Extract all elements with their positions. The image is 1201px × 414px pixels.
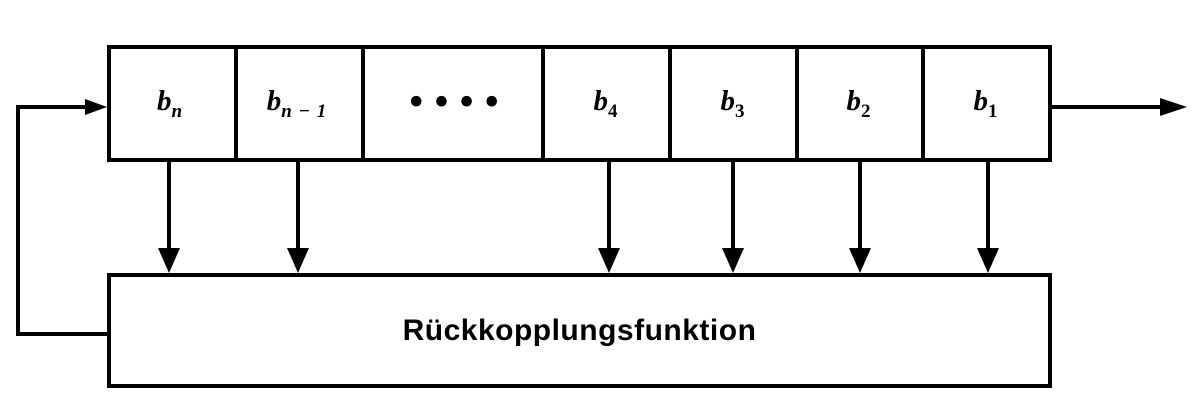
cell-base: b: [266, 85, 282, 117]
cell-divider: [921, 45, 925, 162]
cell-label-bn: bn: [157, 85, 183, 123]
cell-subscript: 1: [988, 101, 999, 122]
feedback-line-left: [16, 105, 20, 336]
feedback-function-label: Rückkopplungsfunktion: [402, 313, 757, 347]
cell-subscript: 2: [861, 101, 872, 122]
cell-base: b: [593, 85, 609, 117]
cell-base: b: [973, 85, 989, 117]
cell-base: b: [846, 85, 862, 117]
input-arrow-stem: [16, 105, 86, 109]
feedback-function-box: Rückkopplungsfunktion: [107, 273, 1052, 388]
cell-subscript: n − 1: [281, 101, 328, 122]
arrow-down-icon: [158, 248, 180, 273]
shift-register-box: [107, 45, 1052, 162]
cell-base: b: [720, 85, 736, 117]
cell-subscript: n: [171, 101, 184, 122]
cell-divider: [795, 45, 799, 162]
cell-subscript: 3: [735, 101, 746, 122]
arrow-down-icon: [849, 248, 871, 273]
cell-label-b1: b1: [974, 85, 999, 123]
cell-label-b3: b3: [721, 85, 746, 123]
arrow-down-icon: [287, 248, 309, 273]
arrow-right-icon: [1160, 98, 1187, 116]
cell-divider: [541, 45, 545, 162]
arrow-right-icon: [85, 99, 107, 115]
cell-divider: [668, 45, 672, 162]
tap-arrow-stem: [167, 160, 171, 250]
output-arrow-stem: [1050, 105, 1162, 109]
cell-divider: [361, 45, 365, 162]
cell-label-bn-1: bn − 1: [267, 85, 328, 123]
cell-base: b: [156, 85, 172, 117]
feedback-line-bottom: [16, 332, 108, 336]
arrow-down-icon: [598, 248, 620, 273]
cell-divider: [234, 45, 238, 162]
cell-subscript: 4: [608, 101, 619, 122]
tap-arrow-stem: [296, 160, 300, 250]
cell-label-b4: b4: [594, 85, 619, 123]
arrow-down-icon: [977, 248, 999, 273]
tap-arrow-stem: [607, 160, 611, 250]
tap-arrow-stem: [858, 160, 862, 250]
tap-arrow-stem: [731, 160, 735, 250]
cell-label-b2: b2: [847, 85, 872, 123]
arrow-down-icon: [722, 248, 744, 273]
ellipsis-dots: ••••: [406, 85, 508, 121]
tap-arrow-stem: [986, 160, 990, 250]
